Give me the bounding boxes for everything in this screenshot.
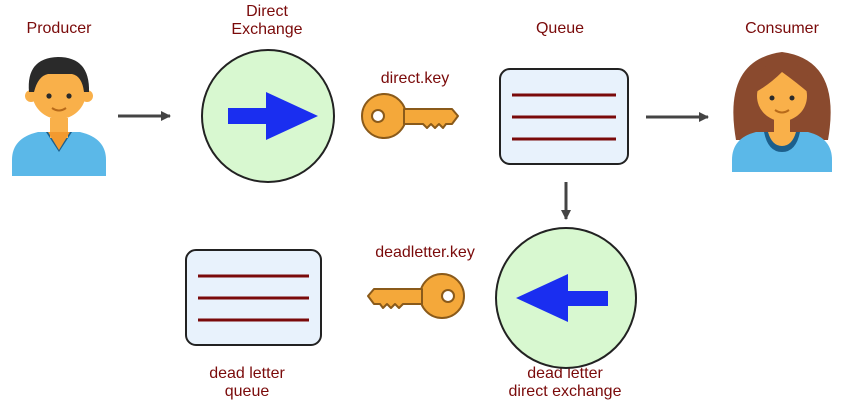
direct-exchange-label-line1: Direct bbox=[246, 3, 288, 20]
direct-key-label: direct.key bbox=[380, 70, 450, 87]
direct-exchange-label-line2: Exchange bbox=[231, 21, 303, 38]
dead-letter-queue-label-line2: queue bbox=[224, 383, 270, 400]
direct-exchange-label: Direct Exchange bbox=[215, 3, 319, 39]
dead-letter-queue-label-line1: dead letter bbox=[209, 365, 285, 382]
dead-letter-queue-box-icon bbox=[185, 249, 322, 346]
queue-box-icon bbox=[499, 68, 629, 165]
deadletter-key-icon bbox=[367, 273, 465, 319]
dead-letter-exchange-label-line1: dead letter bbox=[527, 365, 603, 382]
producer-label: Producer bbox=[26, 20, 92, 37]
dead-letter-exchange-label: dead letter direct exchange bbox=[488, 365, 642, 401]
queue-label: Queue bbox=[535, 20, 585, 37]
consumer-woman-avatar-icon bbox=[732, 52, 832, 172]
dead-letter-exchange-circle-icon bbox=[495, 227, 637, 369]
deadletter-key-label: deadletter.key bbox=[375, 244, 475, 261]
consumer-label: Consumer bbox=[745, 20, 819, 37]
dead-letter-queue-label: dead letter queue bbox=[190, 365, 304, 401]
direct-exchange-circle-icon bbox=[201, 49, 335, 183]
producer-man-avatar-icon bbox=[12, 57, 106, 176]
dead-letter-exchange-label-line2: direct exchange bbox=[508, 383, 622, 400]
direct-key-icon bbox=[361, 93, 459, 139]
